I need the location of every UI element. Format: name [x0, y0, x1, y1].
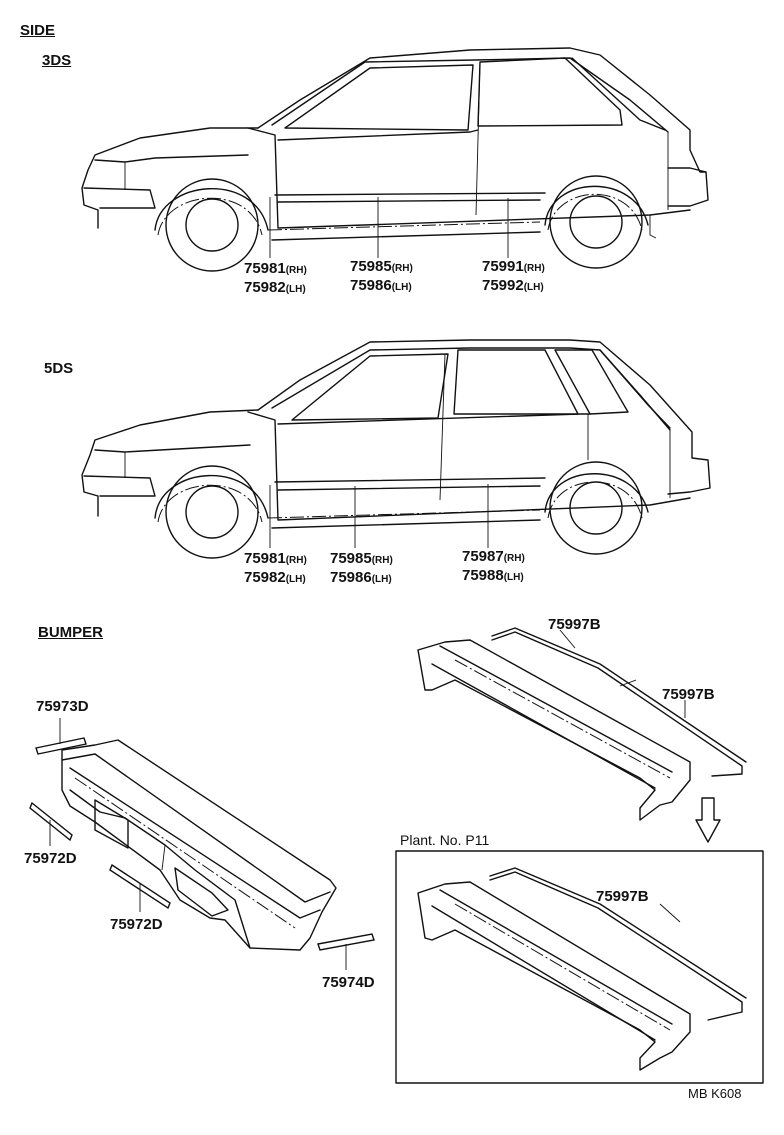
side-label: (RH) [285, 555, 307, 566]
part-number: 75982 [244, 569, 286, 586]
side-label: (LH) [391, 282, 412, 293]
three-door-heading: 3DS [42, 52, 72, 69]
part-plant-molding: 75997B [596, 888, 649, 905]
bumper-heading: BUMPER [38, 624, 104, 641]
part-number: 75986 [350, 277, 392, 294]
callout-5ds-front-door: 75985(RH) 75986(LH) [330, 550, 393, 588]
car-3-door [81, 47, 709, 272]
section-side-heading: SIDE [20, 22, 56, 39]
part-number: 75991 [482, 258, 524, 275]
side-label: (RH) [391, 263, 413, 274]
part-rear-side-molding: 75997B [662, 686, 715, 703]
document-code: MB K608 [688, 1086, 742, 1101]
callout-5ds-front-fender: 75981(RH) 75982(LH) [244, 550, 307, 588]
part-number: 75988 [462, 567, 504, 584]
part-rear-top-molding: 75997B [548, 616, 601, 633]
rear-bumper [417, 627, 747, 843]
callout-3ds-rear: 75991(RH) 75992(LH) [482, 258, 545, 296]
side-label: (LH) [285, 574, 306, 585]
car-5-door [81, 339, 711, 559]
part-front-right-molding: 75974D [322, 974, 375, 991]
part-front-lower-molding: 75972D [110, 916, 163, 933]
side-label: (LH) [371, 574, 392, 585]
plant-label: Plant. No. P11 [400, 832, 490, 848]
front-bumper [29, 718, 375, 970]
part-number: 75985 [350, 258, 392, 275]
part-number: 75986 [330, 569, 372, 586]
side-label: (LH) [503, 572, 524, 583]
side-label: (LH) [285, 284, 306, 295]
callout-5ds-rear-door: 75987(RH) 75988(LH) [462, 548, 525, 586]
part-number: 75992 [482, 277, 524, 294]
part-front-top-molding: 75973D [36, 698, 89, 715]
callout-3ds-door: 75985(RH) 75986(LH) [350, 258, 413, 296]
side-label: (RH) [285, 265, 307, 276]
side-label: (LH) [523, 282, 544, 293]
part-number: 75981 [244, 260, 286, 277]
side-label: (RH) [523, 263, 545, 274]
side-label: (RH) [371, 555, 393, 566]
plant-box [395, 850, 764, 1084]
part-number: 75987 [462, 548, 504, 565]
part-number: 75982 [244, 279, 286, 296]
part-number: 75981 [244, 550, 286, 567]
part-number: 75985 [330, 550, 372, 567]
five-door-heading: 5DS [44, 360, 74, 377]
side-label: (RH) [503, 553, 525, 564]
part-front-left-molding: 75972D [24, 850, 77, 867]
callout-3ds-front-fender: 75981(RH) 75982(LH) [244, 260, 307, 298]
